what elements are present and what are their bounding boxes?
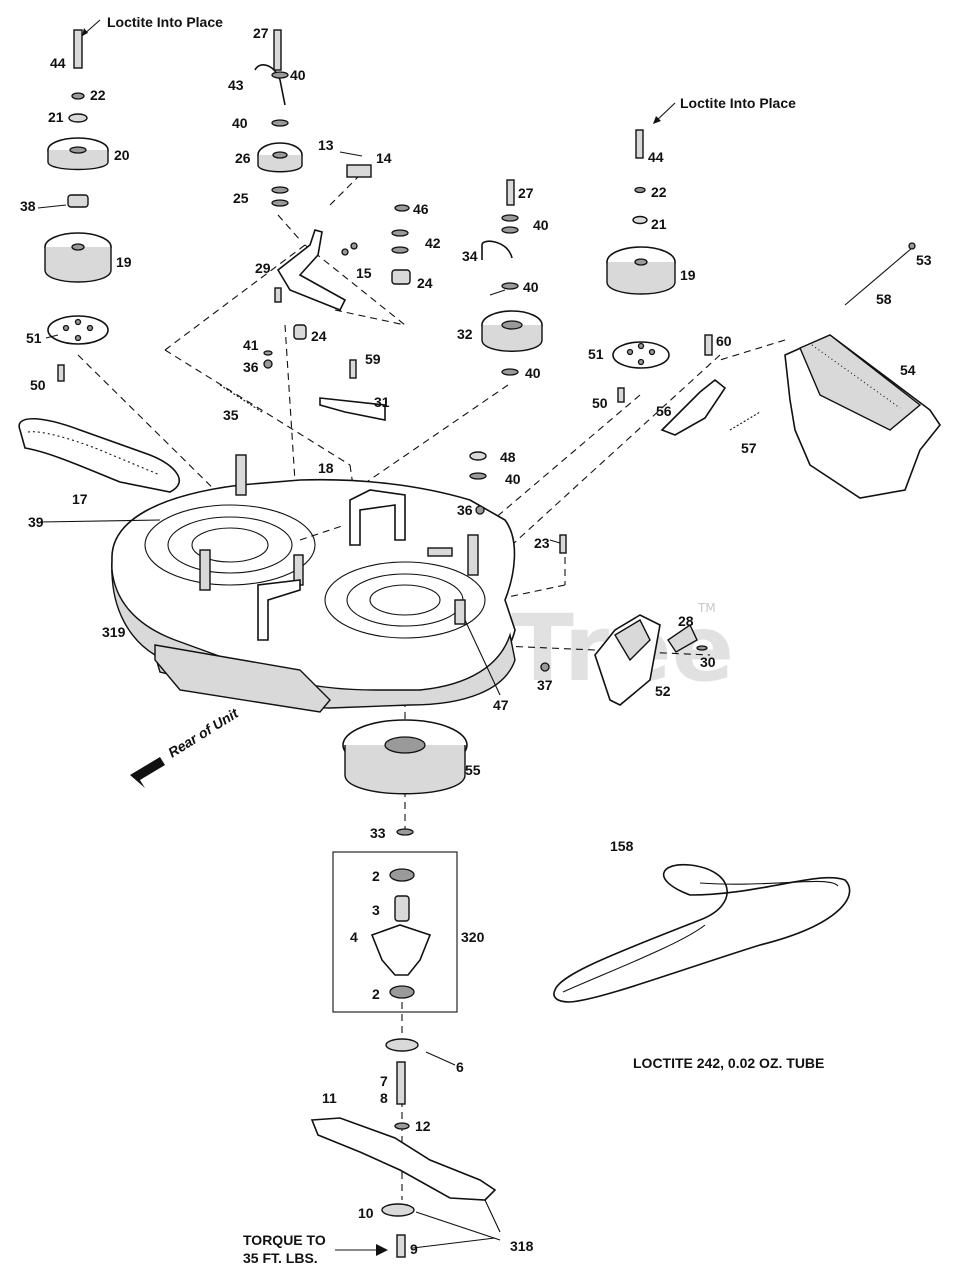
callout-label: 22 (90, 87, 106, 103)
callout-label: 40 (290, 67, 306, 83)
center-pulley-stack (469, 179, 567, 554)
spindle-assembly (332, 719, 468, 1130)
callout-label: 21 (651, 216, 667, 232)
left-pulley-stack (44, 29, 112, 382)
callout-label: 7 (380, 1073, 388, 1089)
callout-label: 27 (253, 25, 269, 41)
callout-label: 48 (500, 449, 516, 465)
callout-label: 57 (741, 440, 757, 456)
callout-label: 4 (350, 929, 358, 945)
callout-label: 40 (523, 279, 539, 295)
callout-label: 52 (655, 683, 671, 699)
callout-label: 2 (372, 868, 380, 884)
callout-label: 12 (415, 1118, 431, 1134)
rear-of-unit-label: Rear of Unit (165, 704, 242, 760)
callout-label: 2 (372, 986, 380, 1002)
callout-label: 17 (72, 491, 88, 507)
callout-label: 18 (318, 460, 334, 476)
deflector-bracket-group (660, 242, 941, 499)
callout-label: 21 (48, 109, 64, 125)
callout-label: 10 (358, 1205, 374, 1221)
leader-lines (37, 19, 676, 1256)
callout-label: 33 (370, 825, 386, 841)
callout-label: 30 (700, 654, 716, 670)
torque-note-line1: TORQUE TO (243, 1232, 326, 1248)
mower-blade (310, 1117, 497, 1258)
callout-label: 26 (235, 150, 251, 166)
callout-label: 60 (716, 333, 732, 349)
callout-label: 53 (916, 252, 932, 268)
callout-label: 50 (592, 395, 608, 411)
callout-label: 55 (465, 762, 481, 778)
callout-label: 58 (876, 291, 892, 307)
idler-arm-group (219, 29, 411, 541)
callout-label: 19 (680, 267, 696, 283)
callout-label: 24 (311, 328, 327, 344)
callout-label: 44 (50, 55, 66, 71)
right-pulley-stack (606, 129, 676, 403)
callout-label: 40 (533, 217, 549, 233)
callout-label: 36 (457, 502, 473, 518)
callout-label: 13 (318, 137, 334, 153)
side-deflector-group (540, 614, 708, 706)
callout-label: 41 (243, 337, 259, 353)
callout-label: 40 (525, 365, 541, 381)
callout-label: 32 (457, 326, 473, 342)
callout-label: 6 (456, 1059, 464, 1075)
callout-label: 20 (114, 147, 130, 163)
callout-label: 34 (462, 248, 478, 264)
callout-label: 51 (588, 346, 604, 362)
callout-label: 3 (372, 902, 380, 918)
callout-label: 37 (537, 677, 553, 693)
callout-label: 40 (505, 471, 521, 487)
loctite-note-right: Loctite Into Place (680, 95, 796, 111)
callout-label: 38 (20, 198, 36, 214)
callout-label: 19 (116, 254, 132, 270)
callout-label: 25 (233, 190, 249, 206)
callout-label: 39 (28, 514, 44, 530)
callout-label: 15 (356, 265, 372, 281)
callout-label: 11 (322, 1090, 337, 1106)
callout-label: 35 (223, 407, 239, 423)
callout-label: 54 (900, 362, 916, 378)
callout-label: 28 (678, 613, 694, 629)
callout-label: 29 (255, 260, 271, 276)
drive-belt (553, 863, 851, 1003)
callout-label: 9 (410, 1241, 418, 1257)
torque-note-line2: 35 FT. LBS. (243, 1250, 318, 1266)
callout-label: 43 (228, 77, 244, 93)
callout-label: 27 (518, 185, 534, 201)
watermark-tm: TM (697, 601, 716, 615)
callout-label: 318 (510, 1238, 534, 1254)
loctite-note-left: Loctite Into Place (107, 14, 223, 30)
callout-label: 24 (417, 275, 433, 291)
callout-label: 319 (102, 624, 126, 640)
callout-label: 36 (243, 359, 259, 375)
callout-labels: 44 22 21 20 38 19 51 50 17 27 40 43 40 2… (20, 25, 932, 1257)
callout-label: 46 (413, 201, 429, 217)
callout-label: 42 (425, 235, 441, 251)
timing-belt (18, 417, 181, 493)
callout-label: 23 (534, 535, 550, 551)
callout-label: 31 (374, 394, 390, 410)
callout-label: 320 (461, 929, 485, 945)
callout-label: 44 (648, 149, 664, 165)
mower-deck (111, 454, 516, 713)
callout-label: 158 (610, 838, 634, 854)
callout-label: 59 (365, 351, 381, 367)
loctite-tube-note: LOCTITE 242, 0.02 OZ. TUBE (633, 1055, 824, 1071)
callout-label: 14 (376, 150, 392, 166)
callout-label: 8 (380, 1090, 388, 1106)
callout-label: 22 (651, 184, 667, 200)
callout-label: 40 (232, 115, 248, 131)
callout-label: 47 (493, 697, 509, 713)
callout-label: 51 (26, 330, 42, 346)
callout-label: 56 (656, 403, 672, 419)
callout-label: 50 (30, 377, 46, 393)
